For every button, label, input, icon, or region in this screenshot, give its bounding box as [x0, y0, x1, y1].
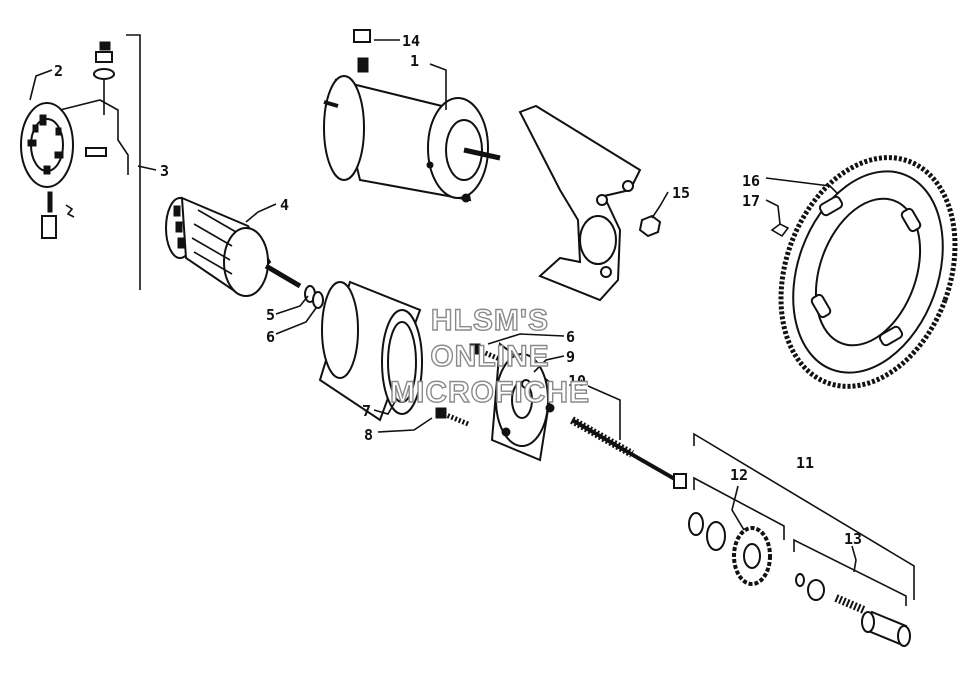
watermark-line-3: MICROFICHE	[390, 376, 590, 409]
callout-16: 16	[742, 172, 760, 190]
callout-11: 11	[796, 454, 814, 472]
watermark-line-1: HLSM'S	[431, 304, 549, 337]
callout-5: 5	[266, 306, 275, 324]
bracket-11	[693, 432, 915, 600]
washer-6	[312, 291, 324, 309]
bracket-12	[693, 476, 785, 540]
spacer	[706, 521, 726, 551]
nut-15	[638, 214, 662, 238]
retainer	[807, 579, 825, 601]
bolt-8-lower	[435, 407, 469, 427]
armature	[165, 196, 302, 297]
spring	[834, 594, 866, 614]
callout-14: 14	[402, 32, 420, 50]
callout-13: 13	[844, 530, 862, 548]
snap-ring	[795, 573, 805, 587]
watermark: HLSM'S ONLINE MICROFICHE	[389, 303, 590, 409]
through-bolt-10	[570, 416, 687, 489]
ring-gear	[778, 155, 958, 389]
starter-motor	[323, 29, 501, 203]
callout-7: 7	[362, 402, 371, 420]
field-frame	[318, 280, 423, 422]
callout-6-right: 6	[566, 328, 575, 346]
callout-12: 12	[730, 466, 748, 484]
drive-end-housing	[490, 342, 555, 462]
pinion-gear	[732, 526, 772, 586]
callout-15: 15	[672, 184, 690, 202]
callout-8: 8	[364, 426, 373, 444]
callout-17: 17	[742, 192, 760, 210]
callout-2: 2	[54, 62, 63, 80]
callout-10: 10	[568, 372, 586, 390]
bolt-17	[770, 223, 790, 238]
callout-3: 3	[160, 162, 169, 180]
callout-1: 1	[410, 52, 419, 70]
watermark-line-2: ONLINE	[430, 340, 549, 373]
callout-6-left: 6	[266, 328, 275, 346]
cap	[861, 610, 911, 647]
washer	[688, 512, 704, 536]
leader-lines	[29, 39, 857, 573]
bracket-13	[793, 538, 907, 606]
mounting-bracket	[518, 104, 642, 302]
callout-4: 4	[280, 196, 289, 214]
brush-holder-assembly	[20, 41, 129, 239]
callout-bracket-3	[126, 34, 141, 290]
callout-9: 9	[566, 348, 575, 366]
